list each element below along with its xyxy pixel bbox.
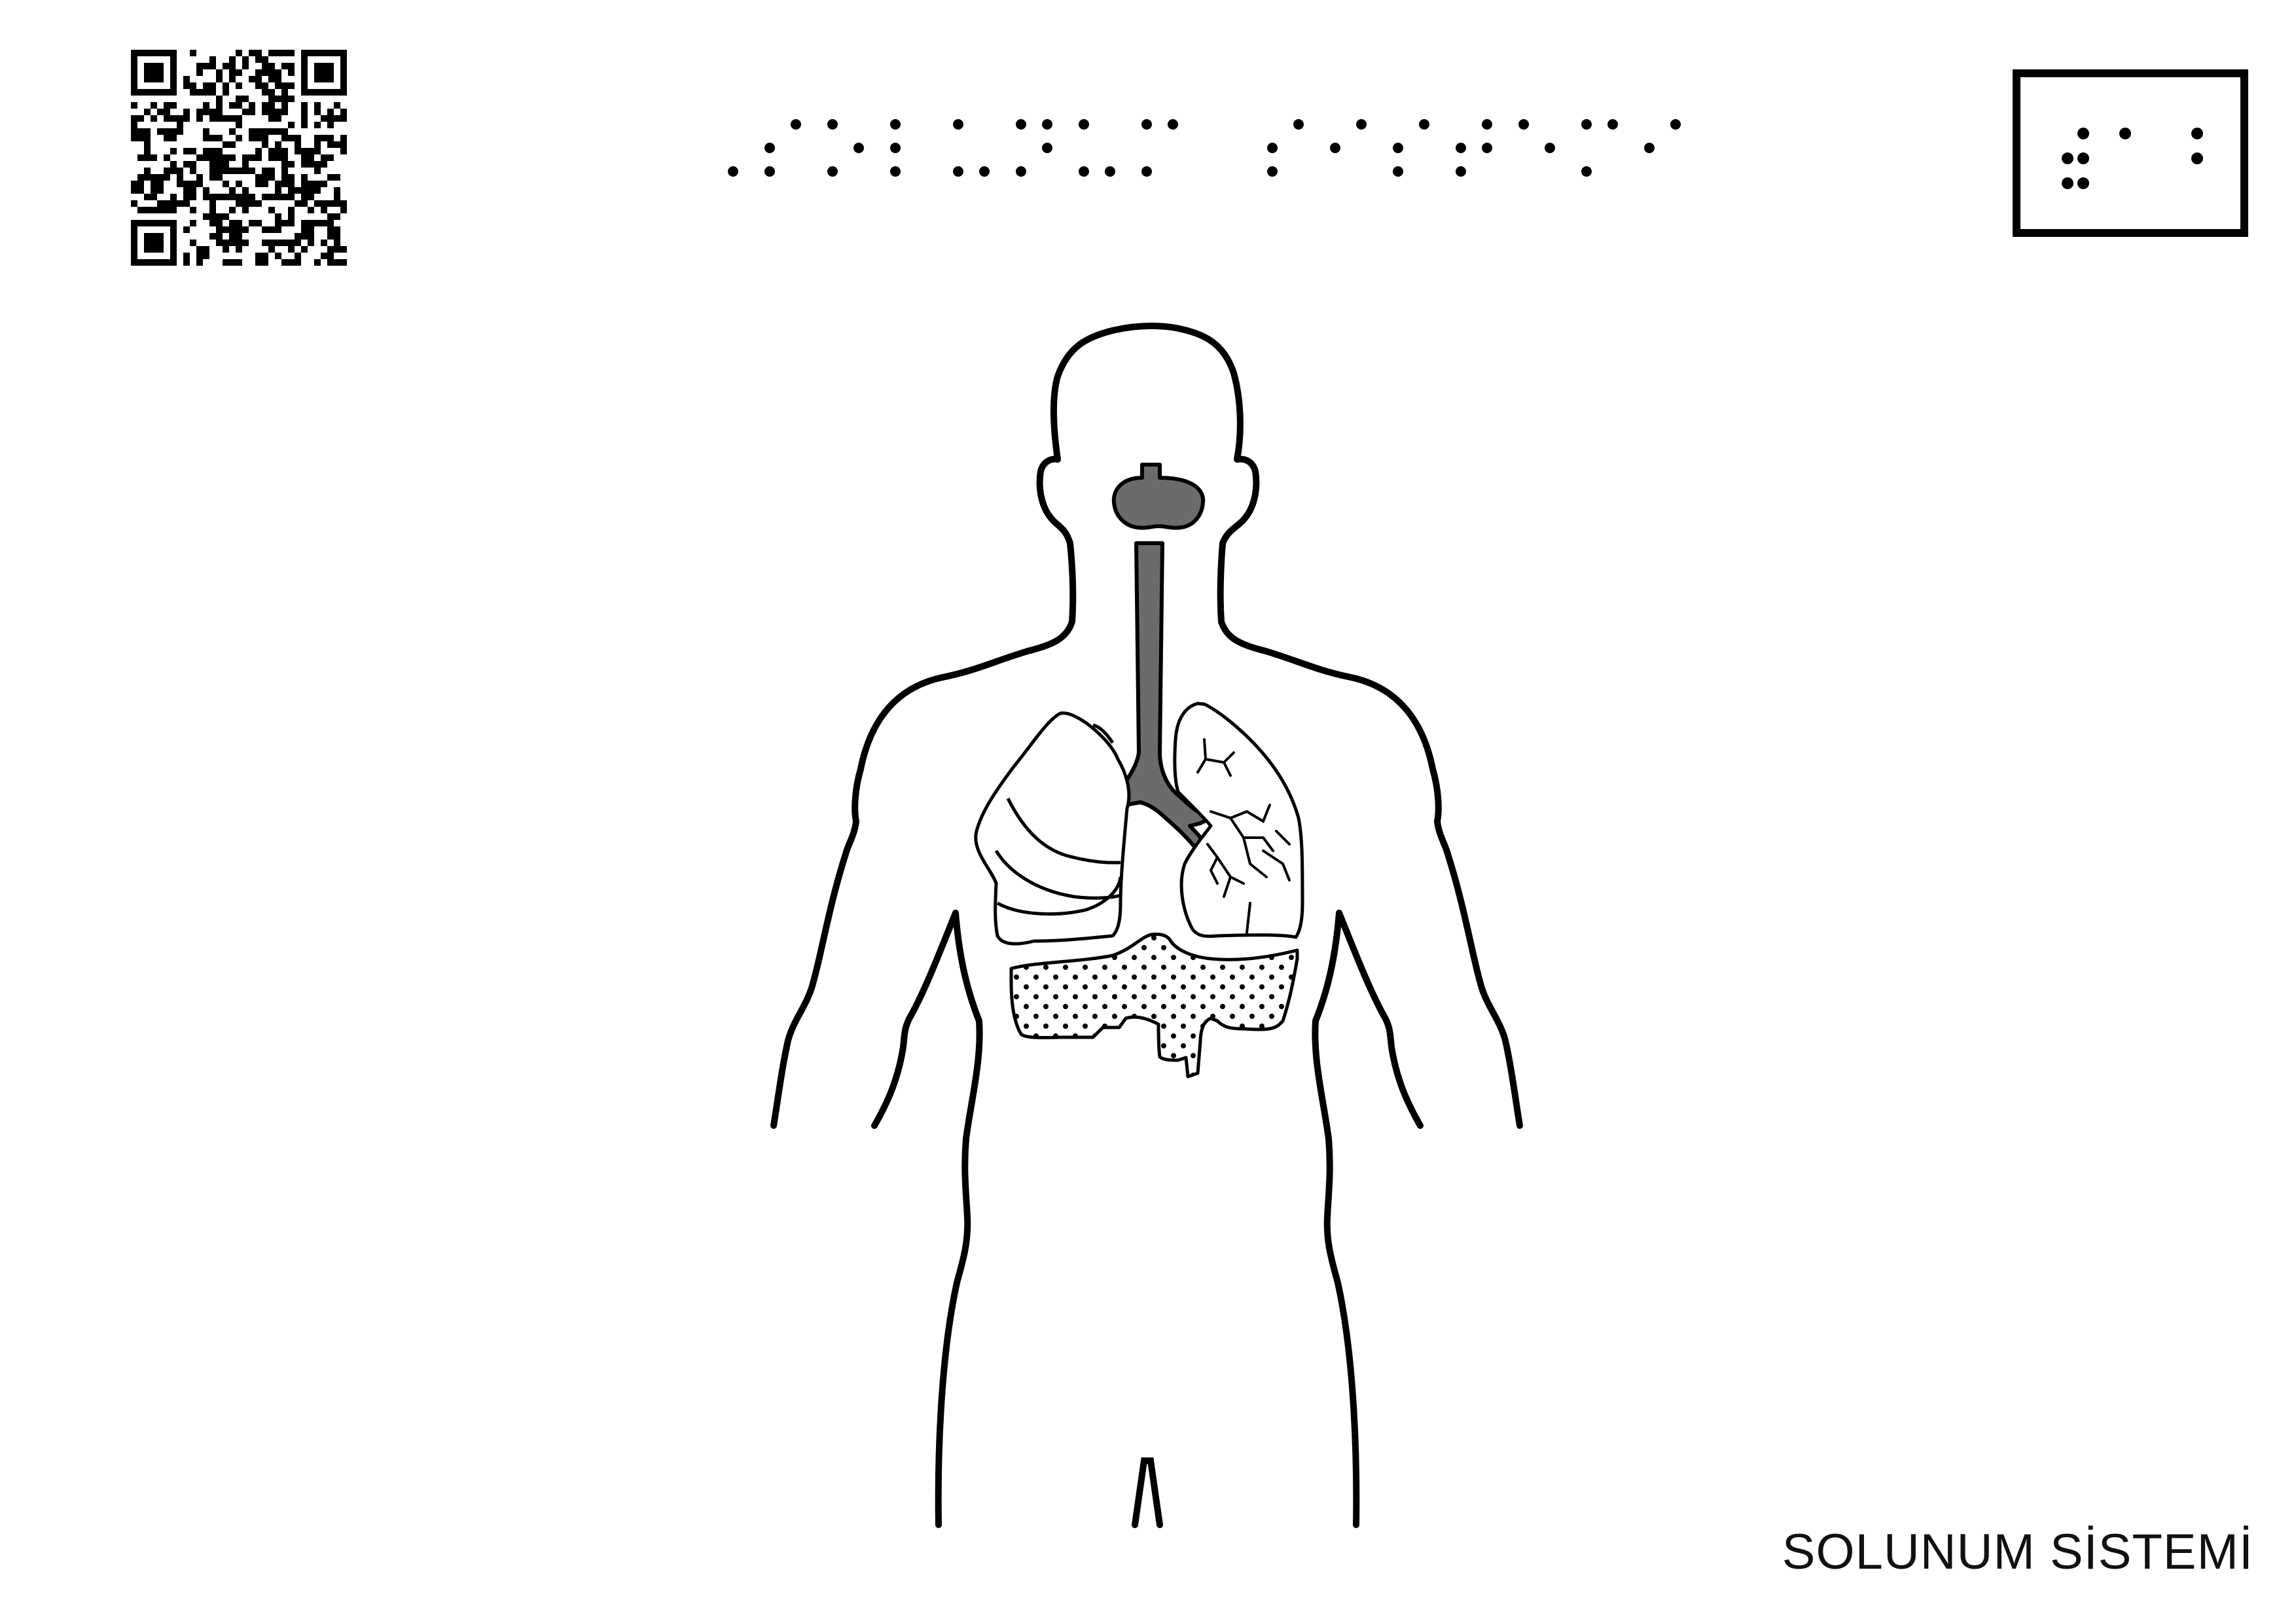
braille-dot: [1581, 119, 1592, 130]
left-inner-arm: [871, 910, 959, 1129]
left-lung-fissure: [1006, 797, 1121, 865]
braille-page-number-box: [2013, 69, 2248, 237]
braille-dot: [1644, 143, 1655, 153]
braille-dot: [1079, 166, 1089, 177]
braille-dot: [890, 166, 901, 177]
diagram-caption: SOLUNUM SİSTEMİ: [1782, 1524, 2253, 1580]
braille-title-icon: [728, 119, 1681, 177]
braille-dot: [1356, 119, 1367, 130]
right-lung-vessels: [1196, 738, 1291, 934]
right-lung: [1173, 702, 1304, 939]
braille-dot: [1079, 119, 1089, 130]
braille-dot: [1581, 166, 1592, 177]
qr-code-icon: [131, 50, 347, 266]
braille-dot: [1419, 119, 1429, 130]
braille-dot: [1482, 119, 1492, 130]
braille-dot: [953, 119, 963, 130]
braille-dot: [1518, 119, 1529, 130]
braille-dot: [1016, 166, 1026, 177]
braille-dot: [764, 143, 775, 153]
braille-dot: [1168, 119, 1178, 130]
body-outline: [1217, 540, 1523, 1129]
braille-dot: [1545, 143, 1555, 153]
braille-dot: [890, 143, 901, 153]
braille-dot: [1267, 166, 1278, 177]
braille-dot: [827, 166, 838, 177]
braille-dot: [1393, 143, 1403, 153]
right-torso-side: [1312, 910, 1360, 1528]
left-lung-hilum: [1092, 723, 1115, 744]
braille-dot: [827, 119, 838, 130]
braille-dot: [1042, 143, 1052, 153]
braille-dot: [1016, 119, 1026, 130]
braille-dot: [1456, 143, 1466, 153]
braille-dot: [791, 119, 801, 130]
left-torso-side: [935, 910, 983, 1528]
braille-dot: [953, 166, 963, 177]
braille-dot: [1607, 119, 1618, 130]
braille-page-number-icon: [2062, 128, 2203, 189]
braille-dot: [853, 143, 864, 153]
crotch-line: [1132, 1457, 1163, 1528]
braille-dot: [1330, 143, 1340, 153]
braille-dot: [1141, 119, 1152, 130]
braille-dot: [764, 166, 775, 177]
braille-dot: [1293, 119, 1304, 130]
braille-dot: [1105, 166, 1115, 177]
braille-dot: [979, 166, 990, 177]
head-outline: [1036, 322, 1260, 545]
right-inner-arm: [1336, 910, 1424, 1129]
braille-dot: [890, 119, 901, 130]
braille-dot: [1141, 166, 1152, 177]
braille-dot: [1482, 143, 1492, 153]
braille-dot: [1042, 119, 1052, 130]
left-lung-fissure: [996, 876, 1122, 916]
left-lung: [974, 711, 1131, 946]
braille-dot: [1456, 166, 1466, 177]
braille-dot: [1393, 166, 1403, 177]
braille-dot: [728, 166, 738, 177]
body-outline: [770, 540, 1077, 1129]
larynx: [1111, 463, 1206, 530]
braille-dot: [1267, 143, 1278, 153]
diaphragm: [1009, 933, 1299, 1079]
braille-dot: [1670, 119, 1681, 130]
